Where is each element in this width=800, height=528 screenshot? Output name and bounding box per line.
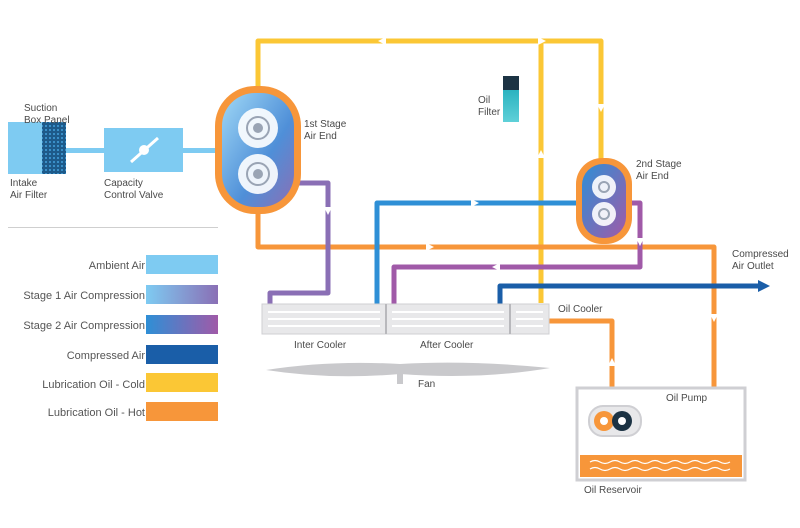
legend-swatches [146,255,218,421]
after-cooler-label: After Cooler [420,340,474,351]
flow-arrow [324,207,332,215]
oil-filter-label: Oil Filter [478,95,500,119]
first-stage-air-end-line1: 1st Stage [304,119,347,130]
first-stage-air-end [215,86,301,214]
second-stage-air-end-line1: 2nd Stage [636,159,682,170]
legend-swatch-ambient-air [146,255,218,274]
second-stage-air-end-label: 2nd Stage Air End [636,159,682,183]
legend-label-stage2: Stage 2 Air Compression [23,320,145,332]
second-stage-air-end-line2: Air End [636,171,669,182]
cooler-unit [261,303,550,335]
suction-box-panel-label: Suction Box Panel [24,103,70,127]
ambient-air-line [66,148,223,153]
capacity-control-valve-label: Capacity Control Valve [104,178,163,202]
outlet-arrow-icon [758,280,770,292]
intake-air-filter-line2: Air Filter [10,190,48,201]
legend-label-ambient-air: Ambient Air [88,260,145,272]
capacity-control-valve-line2: Control Valve [104,190,164,201]
suction-box-panel-line1: Suction [24,103,58,114]
legend-swatch-stage2 [146,315,218,334]
compressed-air-outlet-line2: Air Outlet [732,261,774,272]
compressed-air-outlet-line1: Compressed [732,249,789,260]
legend-label-oil-hot: Lubrication Oil - Hot [47,407,145,419]
flow-arrow [492,263,500,271]
flow-arrow [597,104,605,112]
fan-blade [266,362,550,384]
compressed-air-outlet-label: Compressed Air Outlet [732,249,789,273]
oil-filter-line2: Filter [478,107,501,118]
legend-swatch-compressed-air [146,345,218,364]
compressed-air-line [497,283,758,304]
stage2-air-lines [374,200,584,304]
capacity-control-valve [104,128,183,172]
flow-arrow [538,37,546,45]
oil-filter [503,76,519,122]
fan-label: Fan [418,379,436,390]
oil-cooler-label: Oil Cooler [558,304,603,315]
second-stage-air-end [576,158,632,244]
first-stage-air-end-label: 1st Stage Air End [304,119,346,143]
oil-pump [588,405,642,437]
inter-cooler-label: Inter Cooler [294,340,347,351]
cold-oil-lines [255,38,604,303]
flow-arrow [710,314,718,322]
capacity-control-valve-line1: Capacity [104,178,143,189]
legend-label-compressed-air: Compressed Air [66,350,145,362]
intake-air-filter-label: Intake Air Filter [10,178,47,202]
intake-air-filter-line1: Intake [10,178,38,189]
first-stage-air-end-line2: Air End [304,131,337,142]
suction-box-panel-line2: Box Panel [24,115,70,126]
legend-divider [8,227,218,228]
flow-arrow [471,199,479,207]
stage1-air-lines [267,180,643,304]
flow-arrow [426,243,434,251]
flow-arrow [636,238,644,246]
oil-pump-label: Oil Pump [666,393,708,404]
oil-reservoir-label: Oil Reservoir [584,485,642,496]
flow-arrow [608,358,616,366]
legend-swatch-oil-hot [146,402,218,421]
flow-arrows [324,37,718,366]
legend-swatch-oil-cold [146,373,218,392]
flow-arrow [537,150,545,158]
legend-swatch-stage1 [146,285,218,304]
legend-label-stage1: Stage 1 Air Compression [23,290,145,302]
oil-filter-line1: Oil [478,95,491,106]
legend-label-oil-cold: Lubrication Oil - Cold [42,379,145,391]
intake-air-filter [8,122,66,174]
flow-arrow [378,37,386,45]
